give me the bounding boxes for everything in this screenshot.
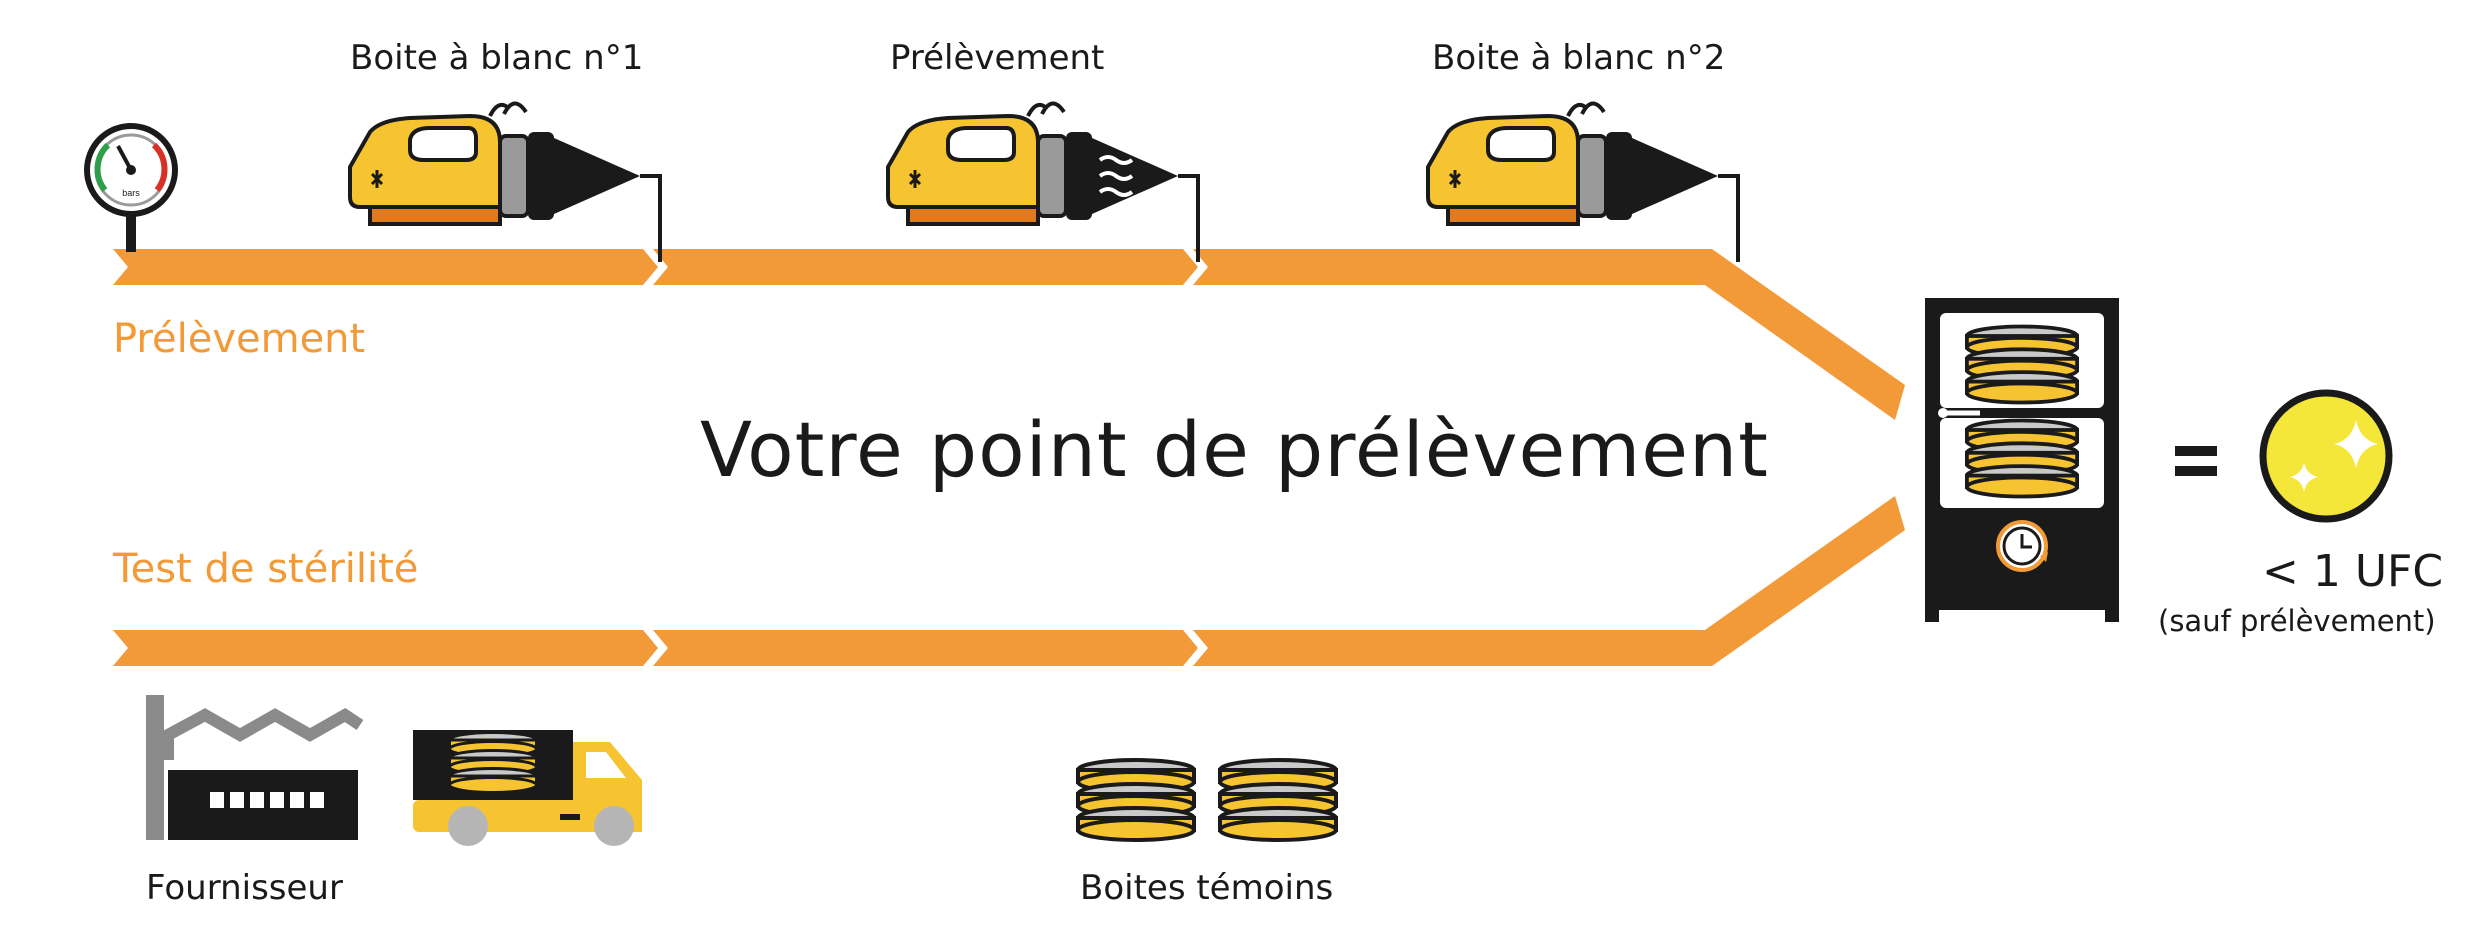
factory-icon xyxy=(146,695,364,840)
track-label-sampling: Prélèvement xyxy=(113,316,366,362)
gauge-unit: bars xyxy=(122,188,140,198)
petri-dish-stack-icon xyxy=(1078,760,1194,840)
supplier-label: Fournisseur xyxy=(146,868,343,908)
sparkle-result-icon xyxy=(2259,389,2393,523)
track-label-sterility-test: Test de stérilité xyxy=(113,546,419,592)
incubator-icon xyxy=(1925,298,2119,622)
step-label-blank-box-2: Boite à blanc n°2 xyxy=(1432,38,1726,78)
result-note: (sauf prélèvement) xyxy=(2158,604,2436,638)
step-label-sampling: Prélèvement xyxy=(890,38,1105,78)
top-track xyxy=(113,249,1905,420)
truck-icon xyxy=(413,730,642,846)
bottom-track xyxy=(113,496,1905,666)
petri-dish-stack-icon xyxy=(1220,760,1336,840)
clock-icon xyxy=(1996,520,2048,572)
result-value: < 1 UFC xyxy=(2262,546,2444,597)
air-sampler-icon xyxy=(886,101,1200,264)
control-boxes-label: Boites témoins xyxy=(1080,868,1334,908)
air-sampler-icon xyxy=(1426,101,1740,264)
pressure-gauge-icon: bars xyxy=(84,123,178,252)
equals-sign xyxy=(2175,446,2217,476)
step-label-blank-box-1: Boite à blanc n°1 xyxy=(350,38,644,78)
center-title: Votre point de prélèvement xyxy=(700,405,1769,494)
air-sampler-icon xyxy=(348,101,662,264)
